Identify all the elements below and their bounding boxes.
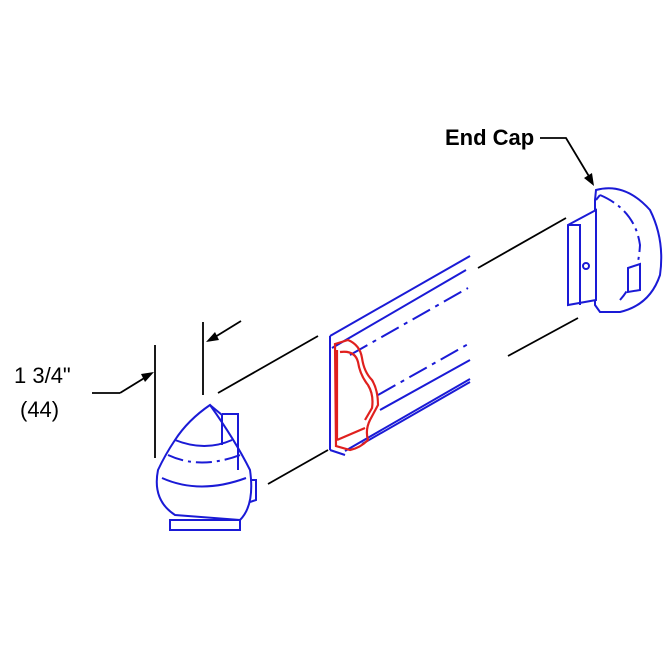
projection-lines xyxy=(217,217,579,485)
right-end-cap xyxy=(567,187,663,313)
dimension-imperial-label: 1 3/4" xyxy=(14,363,71,388)
end-cap-leader xyxy=(540,137,594,186)
end-cap-label: End Cap xyxy=(445,125,534,150)
dimension-metric-label: (44) xyxy=(20,397,59,422)
dimension-lines xyxy=(92,320,242,458)
handrail-body xyxy=(329,255,471,456)
left-end-cap xyxy=(155,403,257,531)
handrail-section xyxy=(333,338,380,452)
